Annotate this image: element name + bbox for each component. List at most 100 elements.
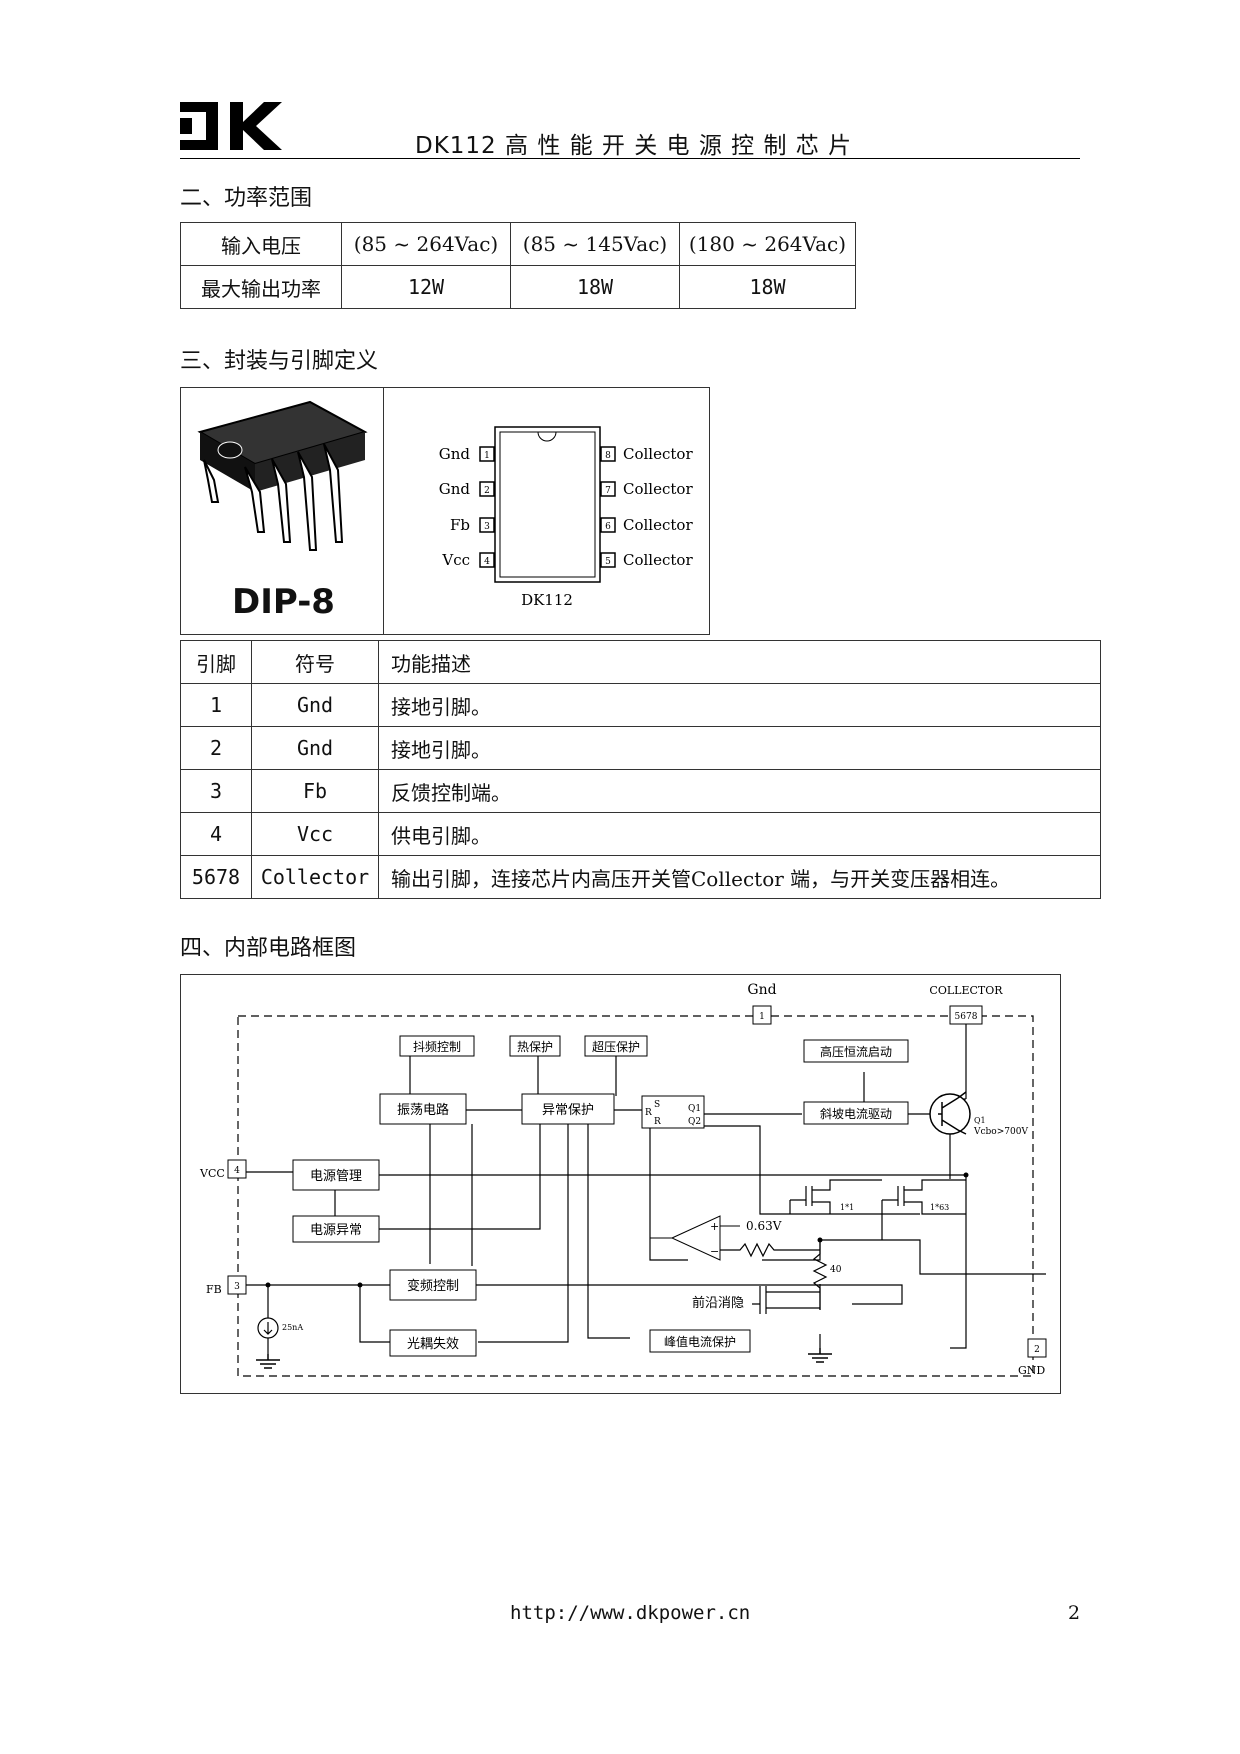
label: Q2 bbox=[688, 1117, 701, 1127]
pin-number: 8 bbox=[605, 451, 611, 461]
pin-1: 1 Gnd bbox=[439, 445, 495, 463]
pin-gnd-bottom: 2 GND bbox=[1018, 1338, 1047, 1377]
block-power-management: 电源管理 bbox=[292, 1159, 380, 1191]
table-cell: 最大输出功率 bbox=[180, 265, 342, 309]
block-frequency-control: 变频控制 bbox=[389, 1269, 477, 1301]
pin-5: 5 Collector bbox=[600, 551, 693, 569]
leb-switch: 前沿消隐 bbox=[692, 1286, 820, 1314]
block-oscillator: 振荡电路 bbox=[379, 1093, 467, 1125]
page-number: 2 bbox=[1068, 1602, 1081, 1624]
pin-number: 6 bbox=[605, 522, 611, 532]
pin-number: 5 bbox=[605, 557, 611, 567]
footer-url[interactable]: http://www.dkpower.cn bbox=[510, 1602, 751, 1624]
table-cell: Gnd bbox=[251, 726, 379, 770]
header-rule bbox=[180, 158, 1080, 159]
block-opto-failure: 光耦失效 bbox=[389, 1329, 477, 1357]
pin-collector: COLLECTOR 5678 bbox=[929, 984, 1003, 1025]
table-row: 3 Fb 反馈控制端。 bbox=[180, 769, 1101, 813]
pin-label: Collector bbox=[623, 480, 693, 498]
pin-vcc: VCC 4 bbox=[199, 1159, 247, 1180]
pinout-diagram: 1 Gnd 2 Gnd 3 Fb 4 Vcc 8 Collector 7 Col… bbox=[439, 426, 693, 609]
table-cell: 接地引脚。 bbox=[378, 726, 1101, 770]
chip-boundary bbox=[237, 1015, 1034, 1377]
pin-number: 2 bbox=[1034, 1345, 1040, 1355]
table-cell: (85 ~ 145Vac) bbox=[510, 222, 680, 266]
table-cell: 4 bbox=[180, 812, 252, 856]
label: 前沿消隐 bbox=[692, 1295, 744, 1311]
pin-3: 3 Fb bbox=[450, 516, 495, 534]
table-cell: 5678 bbox=[180, 855, 252, 899]
mosfet-1x1: 1*1 bbox=[790, 1179, 882, 1214]
table-cell: 18W bbox=[510, 265, 680, 309]
package-box bbox=[180, 387, 710, 635]
junction-dots bbox=[265, 1172, 969, 1288]
dk-logo bbox=[180, 102, 282, 150]
document-title: DK112 高 性 能 开 关 电 源 控 制 芯 片 bbox=[415, 133, 853, 159]
label: 异常保护 bbox=[542, 1103, 594, 1118]
pin-number: 7 bbox=[605, 486, 611, 496]
pin-label: Fb bbox=[450, 516, 470, 534]
table-row: 最大输出功率 12W 18W 18W bbox=[180, 265, 856, 309]
resistor bbox=[720, 1242, 820, 1258]
pin-number: 5678 bbox=[955, 1012, 978, 1022]
label: S bbox=[654, 1100, 660, 1110]
pin-8: 8 Collector bbox=[600, 445, 693, 463]
table-cell: Collector bbox=[251, 855, 379, 899]
label: 25nA bbox=[282, 1323, 303, 1332]
label: FB bbox=[206, 1283, 222, 1296]
table-cell: Vcc bbox=[251, 812, 379, 856]
pin-2: 2 Gnd bbox=[439, 480, 495, 498]
pin-number: 2 bbox=[484, 486, 490, 496]
block-power-abnormal: 电源异常 bbox=[292, 1215, 380, 1243]
label: R bbox=[654, 1117, 661, 1127]
pin-label: Gnd bbox=[439, 445, 471, 463]
table-cell: 1 bbox=[180, 683, 252, 727]
pin-number: 3 bbox=[484, 522, 490, 532]
label: COLLECTOR bbox=[929, 984, 1003, 997]
section-heading-power: 二、功率范围 bbox=[180, 186, 313, 211]
comparator: + − 0.63V bbox=[650, 1215, 782, 1261]
table-cell: 接地引脚。 bbox=[378, 683, 1101, 727]
block-peak-current-protection: 峰值电流保护 bbox=[649, 1329, 751, 1353]
table-cell: 12W bbox=[341, 265, 511, 309]
label: 40 bbox=[830, 1265, 842, 1275]
sense-resistor bbox=[812, 1240, 828, 1310]
mosfet-1x63: 1*63 bbox=[882, 1179, 966, 1215]
table-row: 1 Gnd 接地引脚。 bbox=[180, 683, 1101, 727]
table-cell: Fb bbox=[251, 769, 379, 813]
pin-number: 1 bbox=[484, 451, 490, 461]
block-diagram-frame bbox=[180, 974, 1061, 1394]
pin-6: 6 Collector bbox=[600, 516, 693, 534]
current-source: 25nA bbox=[257, 1317, 303, 1354]
label: 1*63 bbox=[930, 1203, 949, 1212]
label: Vcbo>700V bbox=[973, 1127, 1028, 1137]
label: − bbox=[710, 1245, 719, 1258]
label: 超压保护 bbox=[592, 1039, 640, 1054]
label: 斜坡电流驱动 bbox=[820, 1107, 892, 1121]
table-row: 5678 Collector 输出引脚，连接芯片内高压开关管Collector … bbox=[180, 855, 1101, 899]
label: Q1 bbox=[688, 1104, 701, 1114]
power-range-table: 输入电压 (85 ~ 264Vac) (85 ~ 145Vac) (180 ~ … bbox=[180, 222, 856, 309]
dip8-package-illustration bbox=[197, 400, 368, 551]
table-cell: 反馈控制端。 bbox=[378, 769, 1101, 813]
ground-icon bbox=[808, 1348, 832, 1363]
label: 1*1 bbox=[840, 1203, 854, 1212]
pin-label: Collector bbox=[623, 516, 693, 534]
block-overvoltage: 超压保护 bbox=[584, 1035, 648, 1057]
table-cell: (180 ~ 264Vac) bbox=[679, 222, 856, 266]
label: R bbox=[645, 1108, 652, 1118]
table-header-row: 引脚 符号 功能描述 bbox=[180, 640, 1101, 684]
pin-definition-table: 引脚 符号 功能描述 1 Gnd 接地引脚。 2 Gnd 接地引脚。 3 Fb … bbox=[180, 640, 1101, 899]
table-header: 符号 bbox=[251, 640, 379, 684]
label: 电源管理 bbox=[310, 1169, 362, 1184]
table-cell: 供电引脚。 bbox=[378, 812, 1101, 856]
pin-fb: FB 3 bbox=[206, 1275, 247, 1296]
pin-label: Collector bbox=[623, 445, 693, 463]
pin-4: 4 Vcc bbox=[441, 551, 495, 569]
pin-number: 4 bbox=[234, 1166, 240, 1176]
table-cell: 3 bbox=[180, 769, 252, 813]
label: 变频控制 bbox=[407, 1278, 459, 1294]
label: 高压恒流启动 bbox=[820, 1044, 892, 1059]
block-ramp-drive: 斜坡电流驱动 bbox=[803, 1101, 909, 1125]
label: + bbox=[710, 1220, 719, 1233]
